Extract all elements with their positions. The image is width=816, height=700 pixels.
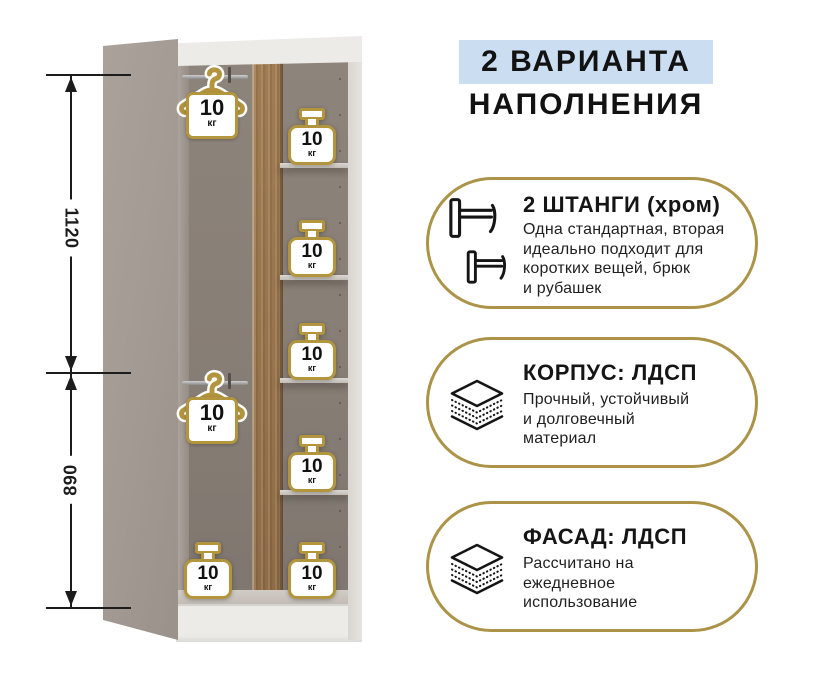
feature-description: Рассчитано на ежедневное использование bbox=[523, 554, 637, 613]
weight-neck bbox=[201, 553, 215, 560]
left-side-panel bbox=[103, 39, 178, 640]
rod-load-badge: 10 кг bbox=[186, 397, 238, 444]
weight-body: 10 кг bbox=[288, 559, 336, 599]
hanger-icon bbox=[176, 64, 248, 118]
wardrobe-plinth bbox=[176, 604, 362, 642]
feature-description: Одна стандартная, вторая идеально подход… bbox=[523, 220, 724, 298]
load-value: 10 bbox=[197, 563, 219, 584]
wood-divider-panel bbox=[252, 60, 283, 604]
load-unit: кг bbox=[307, 582, 317, 592]
weight-body: 10 кг bbox=[288, 237, 336, 277]
rod-bracket-top bbox=[228, 67, 231, 83]
load-value: 10 bbox=[199, 95, 225, 120]
weight-icon: 10 кг bbox=[184, 542, 232, 599]
weight-knob bbox=[299, 323, 325, 335]
clothes-rails-icon bbox=[466, 250, 506, 284]
dimension-label-lower: 890 bbox=[57, 456, 85, 504]
clothes-rails-icon bbox=[449, 198, 497, 238]
weight-neck bbox=[305, 553, 319, 560]
feature-line: и долговечный bbox=[523, 410, 635, 428]
header-subtitle: НАПОЛНЕНИЯ bbox=[468, 88, 704, 121]
feature-line: и рубашек bbox=[523, 279, 602, 297]
load-value: 10 bbox=[301, 563, 323, 584]
wardrobe-inner-left-wall bbox=[176, 60, 189, 600]
feature-description: Прочный, устойчивый и долговечный матери… bbox=[523, 390, 689, 449]
feature-line: коротких вещей, брюк bbox=[523, 260, 691, 277]
feature-line: материал bbox=[523, 430, 597, 447]
header-highlight: 2 ВАРИАНТА bbox=[459, 40, 713, 84]
shelf-pin-holes bbox=[339, 78, 341, 578]
shelf bbox=[280, 490, 348, 495]
feature-line: ежедневное bbox=[523, 574, 616, 592]
dimension-tick-middle bbox=[46, 372, 131, 374]
arrowhead-up-icon bbox=[65, 375, 77, 390]
feature-line: идеально подходит для bbox=[523, 240, 704, 258]
weight-body: 10 кг bbox=[288, 125, 336, 165]
dimension-tick-top bbox=[46, 74, 131, 76]
layered-board-icon bbox=[450, 379, 504, 431]
load-value: 10 bbox=[301, 344, 323, 365]
shelf bbox=[280, 378, 348, 383]
load-unit: кг bbox=[207, 118, 217, 129]
shelf bbox=[280, 275, 348, 280]
feature-line: Прочный, устойчивый bbox=[523, 391, 690, 408]
dimension-line-vertical bbox=[70, 76, 72, 607]
weight-icon: 10 кг bbox=[288, 323, 336, 380]
feature-title: 2 ШТАНГИ (хром) bbox=[523, 192, 721, 217]
feature-line: Рассчитано на bbox=[523, 555, 634, 572]
weight-knob bbox=[299, 542, 325, 554]
rod-bracket-bottom bbox=[228, 373, 231, 389]
feature-card-facade-material: ФАСАД: ЛДСП Рассчитано на ежедневное исп… bbox=[426, 501, 758, 632]
rod-load-badge: 10 кг bbox=[186, 92, 238, 139]
weight-body: 10 кг bbox=[288, 452, 336, 492]
arrowhead-down-icon bbox=[65, 591, 77, 606]
load-unit: кг bbox=[203, 582, 213, 592]
right-side-panel-edge bbox=[348, 37, 362, 640]
load-unit: кг bbox=[307, 475, 317, 485]
load-value: 10 bbox=[301, 129, 323, 150]
shelf bbox=[280, 163, 348, 168]
weight-knob bbox=[299, 220, 325, 232]
dimension-label-upper: 1120 bbox=[57, 199, 85, 257]
weight-knob bbox=[195, 542, 221, 554]
hanger-icon bbox=[176, 369, 248, 423]
weight-neck bbox=[305, 119, 319, 126]
weight-neck bbox=[305, 446, 319, 453]
feature-card-body-material: КОРПУС: ЛДСП Прочный, устойчивый и долго… bbox=[426, 337, 758, 468]
load-unit: кг bbox=[307, 363, 317, 373]
feature-card-rods: 2 ШТАНГИ (хром) Одна стандартная, вторая… bbox=[426, 177, 758, 309]
weight-knob bbox=[299, 108, 325, 120]
arrowhead-down-icon bbox=[65, 356, 77, 371]
arrowhead-up-icon bbox=[65, 77, 77, 92]
feature-line: использование bbox=[523, 594, 638, 611]
weight-icon: 10 кг bbox=[288, 435, 336, 492]
load-value: 10 bbox=[301, 456, 323, 477]
weight-icon: 10 кг bbox=[288, 542, 336, 599]
load-value: 10 bbox=[199, 400, 225, 425]
weight-neck bbox=[305, 231, 319, 238]
load-value: 10 bbox=[301, 241, 323, 262]
dimension-tick-bottom bbox=[46, 607, 131, 609]
weight-knob bbox=[299, 435, 325, 447]
weight-neck bbox=[305, 334, 319, 341]
layered-board-icon bbox=[450, 543, 504, 595]
load-unit: кг bbox=[207, 423, 217, 434]
feature-line: Одна стандартная, вторая bbox=[523, 221, 725, 238]
feature-title: ФАСАД: ЛДСП bbox=[523, 524, 688, 549]
load-unit: кг bbox=[307, 148, 317, 158]
weight-body: 10 кг bbox=[184, 559, 232, 599]
wardrobe-illustration: 10 кг 10 кг bbox=[98, 34, 364, 646]
weight-body: 10 кг bbox=[288, 340, 336, 380]
load-unit: кг bbox=[307, 260, 317, 270]
weight-icon: 10 кг bbox=[288, 108, 336, 165]
header-block: 2 ВАРИАНТА НАПОЛНЕНИЯ bbox=[430, 40, 742, 122]
weight-icon: 10 кг bbox=[288, 220, 336, 277]
feature-title: КОРПУС: ЛДСП bbox=[523, 360, 698, 385]
